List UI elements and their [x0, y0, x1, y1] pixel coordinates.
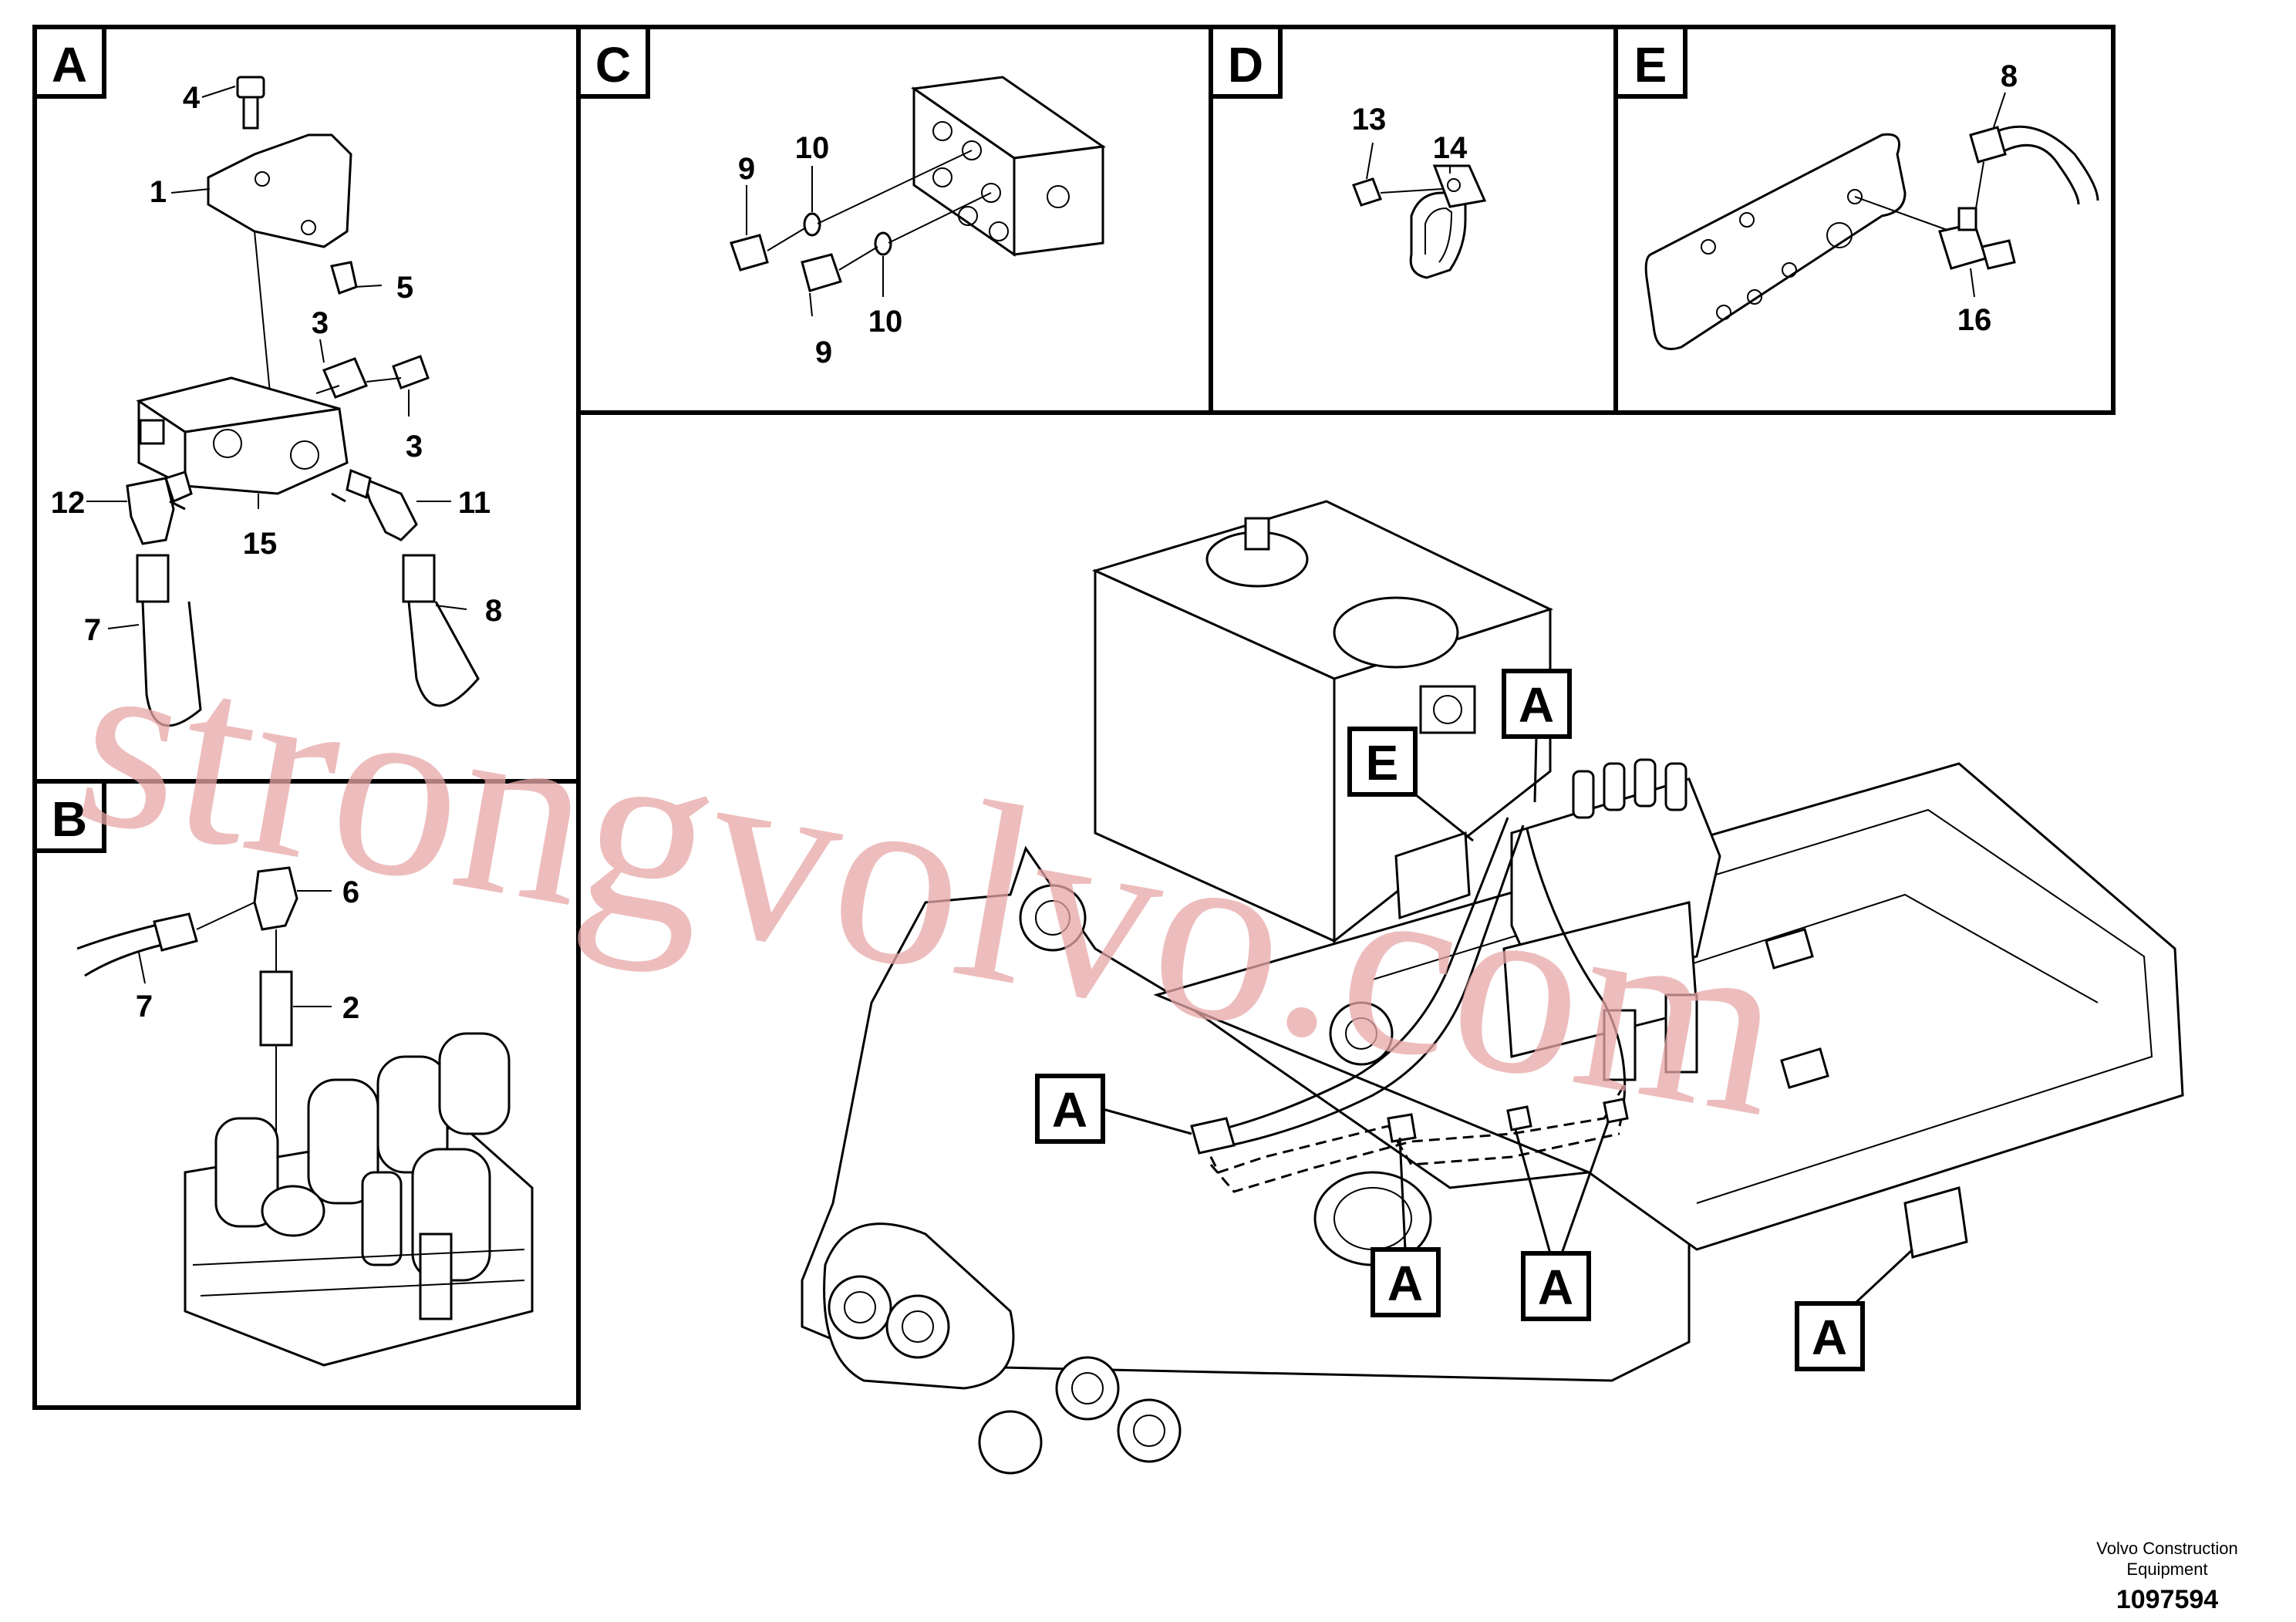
hose-icon [1969, 125, 2099, 209]
part-label: 14 [1433, 131, 1468, 165]
part-label: 16 [1957, 303, 1992, 337]
svg-text:A: A [1052, 1082, 1087, 1138]
bracket-icon [207, 133, 352, 248]
panel-c: C 9 10 10 9 [576, 25, 1213, 415]
panel-d-tag: D [1228, 37, 1263, 93]
callout-e: E [1347, 727, 1474, 842]
part-label: 10 [795, 131, 830, 165]
seal-ring-icon [803, 212, 892, 256]
part-label: 8 [485, 594, 502, 628]
part-label: 15 [243, 527, 278, 561]
part-label: 2 [342, 991, 359, 1025]
part-label: 8 [2001, 59, 2018, 93]
part-label: 3 [406, 430, 423, 464]
elbow-fitting-icon [126, 470, 193, 545]
part-label: 10 [868, 305, 903, 339]
callout-a: A [1035, 1074, 1192, 1144]
part-label: 4 [183, 81, 201, 115]
panel-d: D 13 14 [1209, 25, 1618, 415]
svg-text:A: A [1387, 1256, 1423, 1311]
panel-b: B 6 7 2 [32, 779, 581, 1410]
part-label: 13 [1352, 103, 1387, 137]
manifold-block-icon [910, 76, 1107, 257]
callout-a: A [1795, 1248, 1914, 1371]
panel-a-tag: A [52, 37, 87, 93]
part-label: 1 [150, 175, 167, 209]
panel-c-tag: C [595, 37, 631, 93]
footer: Volvo Construction Equipment 1097594 [2096, 1539, 2237, 1614]
svg-text:A: A [1519, 677, 1554, 733]
svg-text:A: A [1538, 1259, 1573, 1315]
mounting-plate-icon [1644, 133, 1907, 350]
part-label: 3 [312, 306, 329, 340]
part-label: 11 [458, 486, 491, 520]
boom-mount-icon [823, 884, 1394, 1475]
clamp-icon [1409, 164, 1487, 279]
panel-a: A [32, 25, 581, 784]
part-label: 7 [84, 613, 101, 647]
solenoid-valve-icon [184, 1032, 534, 1367]
hydraulic-line-icon [1202, 817, 1629, 1193]
svg-text:A: A [1812, 1310, 1847, 1365]
control-valve-icon [1394, 758, 1721, 1081]
adapter-icon [259, 970, 293, 1047]
drawing-number: 1097594 [2116, 1585, 2218, 1614]
panel-e-tag: E [1634, 37, 1667, 93]
brand-line2: Equipment [2126, 1560, 2207, 1579]
plug-icon [730, 234, 842, 292]
callout-a: A [1371, 1137, 1441, 1317]
part-label: 9 [815, 336, 832, 369]
part-label: 12 [51, 486, 86, 520]
tee-fitting-icon [1938, 207, 2016, 270]
brand-line1: Volvo Construction [2096, 1539, 2237, 1558]
elbow-fitting-icon [253, 866, 298, 931]
fitting-icon [322, 355, 430, 399]
callout-a: A [1502, 669, 1572, 803]
screw-icon [1352, 177, 1382, 207]
hydraulic-tank-icon [1091, 500, 1554, 944]
bolt-icon [236, 76, 265, 130]
valve-block-icon [136, 376, 349, 495]
panel-e: E 8 16 [1613, 25, 2116, 415]
hose-icon [136, 554, 480, 727]
panel-b-tag: B [52, 791, 87, 847]
main-frame-view: A E A A A A [801, 500, 2184, 1475]
part-label: 5 [396, 271, 413, 305]
elbow-fitting-icon [346, 468, 418, 541]
part-label: 6 [342, 875, 359, 909]
callout-a: A [1514, 1121, 1610, 1321]
part-label: 7 [136, 990, 153, 1023]
part-label: 9 [738, 152, 755, 186]
svg-text:E: E [1366, 735, 1399, 791]
